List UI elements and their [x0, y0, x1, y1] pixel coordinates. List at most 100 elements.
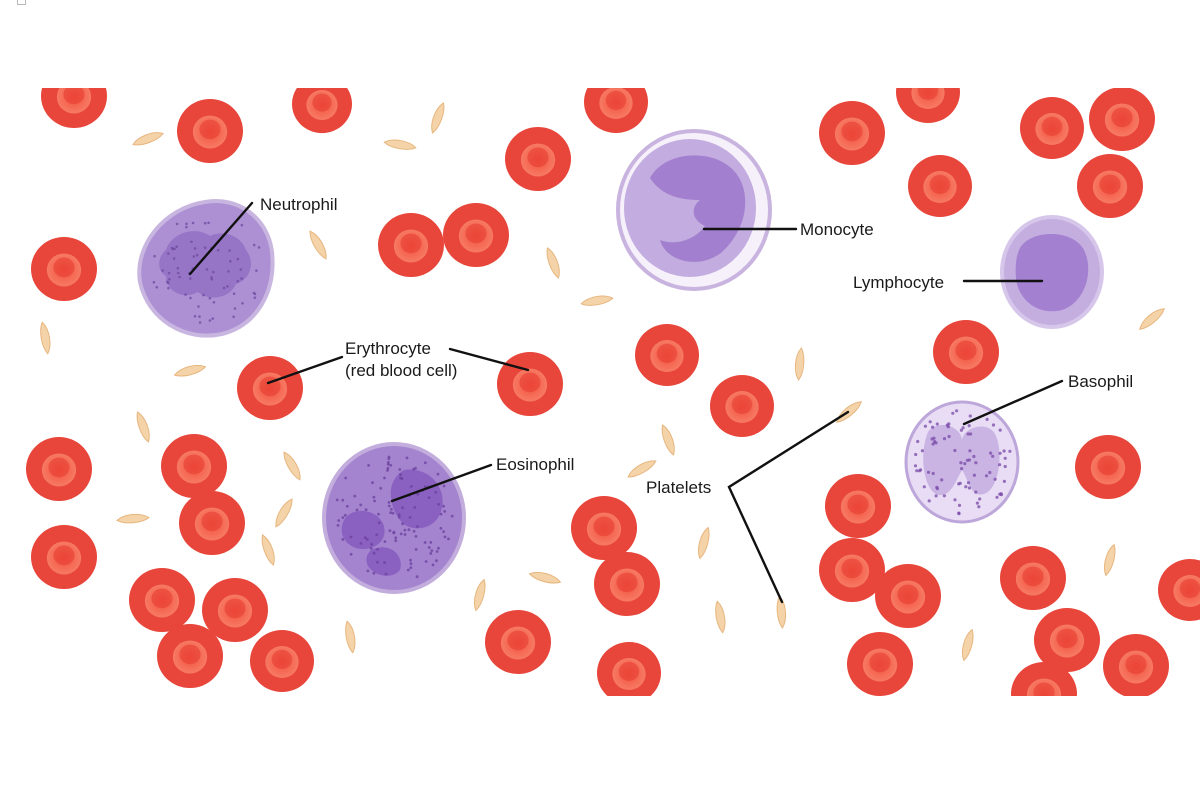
granule-dot — [945, 423, 949, 427]
granule-dot — [377, 512, 380, 516]
granule-dot — [203, 221, 207, 225]
granule-dot — [369, 547, 373, 550]
granule-dot — [977, 505, 981, 509]
erythrocyte-icon — [908, 154, 972, 218]
granule-dot — [190, 240, 193, 244]
granule-dot — [236, 279, 240, 283]
granule-dot — [961, 426, 965, 430]
granule-dot — [429, 552, 433, 555]
granule-dot — [241, 302, 244, 305]
platelet-icon — [546, 247, 560, 279]
platelet-icon — [309, 230, 327, 260]
granule-dot — [435, 559, 438, 563]
platelets-leader — [727, 410, 850, 604]
granule-dot — [998, 463, 1002, 467]
granule-dot — [384, 572, 388, 576]
granule-dot — [957, 503, 962, 507]
granule-dot — [349, 552, 353, 556]
granule-dot — [373, 499, 376, 503]
granule-dot — [966, 432, 970, 436]
granule-dot — [153, 254, 156, 258]
granule-dot — [364, 508, 368, 511]
granule-dot — [988, 470, 992, 475]
granule-dot — [344, 476, 348, 480]
granule-dot — [337, 519, 341, 522]
granule-dot — [387, 504, 391, 508]
neutrophil-label: Neutrophil — [260, 195, 338, 214]
platelet-icon — [431, 102, 445, 134]
granule-dot — [212, 270, 215, 274]
granule-dot — [240, 223, 244, 227]
granule-dot — [175, 245, 178, 248]
granule-dot — [252, 243, 256, 247]
granule-dot — [222, 286, 226, 290]
granule-dot — [383, 561, 386, 564]
basophil-label: Basophil — [1068, 372, 1133, 391]
granule-dot — [974, 490, 978, 494]
granule-dot — [931, 425, 935, 429]
granule-dot — [951, 411, 955, 415]
erythrocyte-leader-left — [266, 355, 344, 385]
granule-dot — [391, 511, 395, 515]
granule-dot — [383, 476, 386, 480]
granule-dot — [388, 529, 392, 533]
granule-dot — [387, 455, 391, 459]
granule-dot — [968, 449, 972, 453]
granule-dot — [953, 448, 957, 453]
granule-dot — [429, 541, 433, 544]
platelet-icon — [473, 578, 486, 612]
erythrocyte-icon — [292, 88, 352, 134]
granule-dot — [423, 485, 427, 488]
granule-dot — [409, 558, 412, 562]
granule-dot — [437, 503, 440, 506]
granule-dot — [366, 569, 370, 573]
eosinophil-granules — [335, 455, 454, 579]
granule-dot — [152, 280, 156, 284]
erythrocyte-icon — [1089, 88, 1155, 152]
granule-dot — [176, 266, 180, 270]
erythrocyte-icon — [485, 609, 551, 675]
platelet-icon — [275, 498, 293, 528]
granule-dot — [229, 260, 232, 263]
granule-dot — [963, 462, 967, 466]
platelet-icon — [261, 534, 275, 566]
granule-dot — [233, 307, 237, 310]
granule-dot — [212, 301, 216, 304]
granule-dot — [993, 477, 997, 481]
granule-dot — [216, 248, 220, 252]
granule-dot — [371, 481, 374, 485]
labels: Neutrophil Monocyte Lymphocyte Erythrocy… — [260, 195, 1133, 497]
granule-dot — [991, 423, 996, 427]
granule-dot — [390, 507, 393, 511]
granule-dot — [161, 269, 164, 272]
granule-dot — [372, 551, 376, 555]
granule-dot — [916, 439, 920, 444]
corner-checkbox-icon — [17, 0, 26, 5]
basophil-leader — [962, 379, 1064, 426]
granule-dot — [343, 513, 347, 517]
monocyte-icon — [616, 129, 772, 291]
erythrocyte-icon — [202, 577, 268, 643]
granule-dot — [167, 271, 171, 275]
granule-dot — [386, 469, 389, 472]
erythrocyte-icon — [1103, 633, 1169, 696]
granule-dot — [958, 481, 962, 485]
erythrocyte-icon — [819, 537, 885, 603]
granule-dot — [193, 247, 197, 250]
granule-dot — [226, 285, 229, 288]
granule-dot — [257, 246, 261, 249]
granule-dot — [407, 528, 411, 532]
platelet-icon — [776, 595, 787, 629]
granule-dot — [439, 526, 443, 530]
granule-dot — [934, 494, 938, 498]
erythrocyte-sublabel: (red blood cell) — [345, 361, 457, 380]
erythrocytes-group — [26, 88, 1200, 696]
granule-dot — [1002, 449, 1006, 453]
granule-dot — [155, 285, 159, 289]
granule-dot — [968, 414, 972, 418]
granule-dot — [923, 424, 928, 428]
granule-dot — [999, 493, 1004, 497]
granule-dot — [1003, 464, 1007, 469]
erythrocyte-icon — [26, 436, 92, 502]
neutrophil-leader — [188, 201, 254, 276]
